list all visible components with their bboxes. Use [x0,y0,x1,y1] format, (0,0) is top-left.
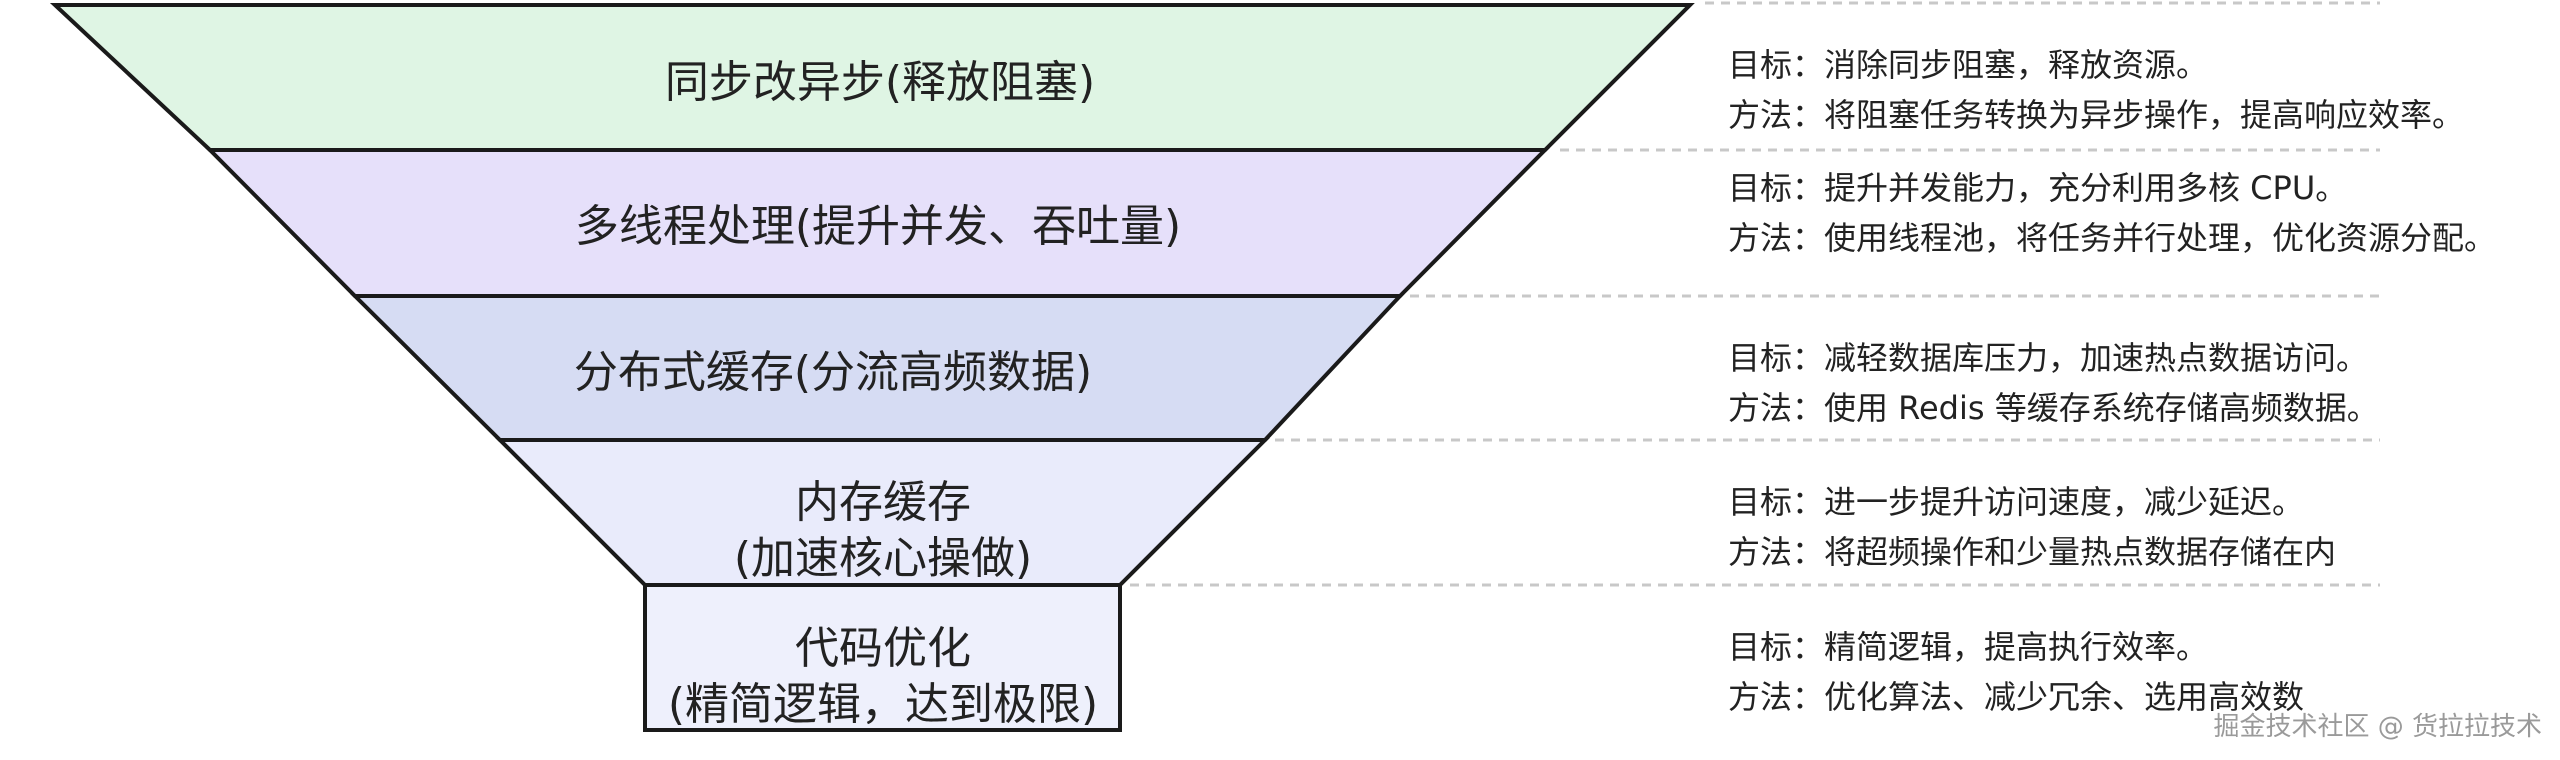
funnel-layer-4-title: 内存缓存 [795,477,971,528]
layer-4-method: 方法：将超频操作和少量热点数据存储在内 [1728,533,2336,571]
layer-3-method: 方法：使用 Redis 等缓存系统存储高频数据。 [1728,389,2379,427]
layer-2-goal: 目标：提升并发能力，充分利用多核 CPU。 [1728,169,2347,207]
layer-1-goal: 目标：消除同步阻塞，释放资源。 [1728,46,2208,84]
layer-5-method: 方法：优化算法、减少冗余、选用高效数 [1728,678,2304,716]
funnel-layer-3-title: 分布式缓存(分流高频数据) [574,347,1092,398]
funnel-layer-5 [643,583,1122,732]
watermark: 掘金技术社区 @ 货拉拉技术 [2213,712,2542,742]
funnel-layer-2-title: 多线程处理(提升并发、吞吐量) [575,201,1181,252]
funnel-layer-1-title: 同步改异步(释放阻塞) [665,57,1095,108]
layer-1-method: 方法：将阻塞任务转换为异步操作，提高响应效率。 [1728,96,2464,134]
funnel-layer-5-title: 代码优化 [795,623,971,674]
layer-2-method: 方法：使用线程池，将任务并行处理，优化资源分配。 [1728,219,2496,257]
layer-4-goal: 目标：进一步提升访问速度，减少延迟。 [1728,483,2304,521]
layer-3-goal: 目标：减轻数据库压力，加速热点数据访问。 [1728,339,2368,377]
layer-5-goal: 目标：精简逻辑，提高执行效率。 [1728,628,2208,666]
funnel-layer-4-title: (加速核心操做) [734,533,1032,584]
funnel-layer-5-title: (精简逻辑，达到极限) [668,679,1098,730]
